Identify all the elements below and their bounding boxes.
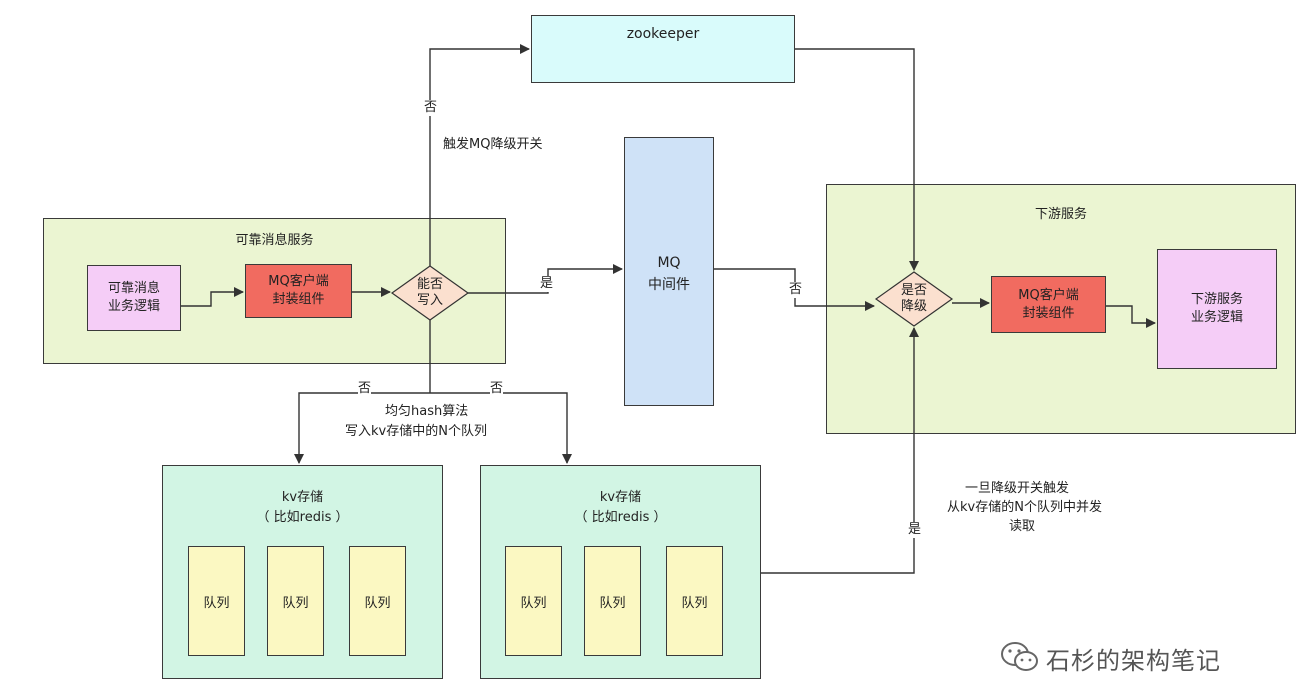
write-decision-line2: 写入	[416, 293, 443, 308]
readback-label-line3: 读取	[1009, 519, 1036, 534]
edge-label-no-to-downstream: 否	[789, 282, 803, 298]
downstream-logic-line1: 下游服务	[1190, 292, 1243, 307]
write-decision-line1: 能否	[416, 277, 443, 292]
degrade-decision-diamond	[874, 271, 954, 327]
arrow-zookeeper-to-degrade-decision	[795, 48, 919, 271]
kv-store-left-title: kv存储	[281, 490, 324, 505]
queue-label: 队列	[681, 595, 708, 611]
readback-label-line1: 一旦降级开关触发	[965, 481, 1070, 496]
edge-label-yes-from-kv: 是	[908, 522, 922, 538]
arrow-kv-to-degrade-decision	[761, 327, 919, 574]
queue-label: 队列	[599, 595, 626, 611]
zookeeper-label: zookeeper	[626, 26, 700, 42]
mq-client-right-line1: MQ客户端	[1018, 287, 1079, 303]
edge-label-yes-to-mq: 是	[540, 276, 554, 292]
degrade-decision-line2: 降级	[900, 299, 927, 314]
downstream-logic-line2: 业务逻辑	[1190, 310, 1243, 325]
queue-right-1: 队列	[505, 546, 562, 656]
mq-client-component-left: MQ客户端 封装组件	[245, 264, 352, 318]
kv-store-left-subtitle: （ 比如redis ）	[256, 510, 349, 525]
queue-right-3: 队列	[666, 546, 723, 656]
wechat-icon	[1001, 642, 1038, 671]
edge-label-no-right: 否	[490, 381, 504, 397]
queue-left-2: 队列	[267, 546, 324, 656]
arrow-write-decision-to-zookeeper	[429, 44, 530, 266]
hash-label-line1: 均匀hash算法	[385, 404, 469, 419]
arrow-to-kv-right	[430, 392, 572, 464]
readback-label-line2: 从kv存储的N个队列中并发	[947, 500, 1102, 515]
mq-client-component-right: MQ客户端 封装组件	[991, 276, 1106, 333]
degrade-decision-label: 是否 降级	[876, 272, 952, 326]
watermark-text: 石杉的架构笔记	[1046, 647, 1221, 675]
downstream-service-title: 下游服务	[1034, 207, 1087, 222]
arrow-client-to-downstream-logic	[1106, 305, 1156, 328]
downstream-business-logic: 下游服务 业务逻辑	[1157, 249, 1277, 369]
degrade-decision-line1: 是否	[900, 283, 927, 298]
reliable-logic-line2: 业务逻辑	[107, 299, 160, 314]
kv-store-right-title: kv存储	[599, 490, 642, 505]
trigger-switch-label: 触发MQ降级开关	[443, 137, 543, 152]
write-decision-label: 能否 写入	[392, 266, 468, 320]
mq-client-left-line2: 封装组件	[272, 292, 325, 307]
mq-client-left-line1: MQ客户端	[268, 274, 329, 289]
queue-label: 队列	[364, 595, 391, 611]
edge-label-no-left: 否	[358, 381, 372, 397]
kv-store-right-subtitle: （ 比如redis ）	[574, 510, 667, 525]
queue-label: 队列	[203, 595, 230, 611]
reliable-business-logic: 可靠消息 业务逻辑	[87, 265, 181, 331]
zookeeper-node: zookeeper	[531, 15, 795, 83]
reliable-service-title: 可靠消息服务	[235, 233, 314, 248]
edge-label-no-to-zookeeper: 否	[424, 100, 438, 116]
queue-label: 队列	[282, 595, 309, 611]
mq-middleware-node: MQ 中间件	[624, 137, 714, 406]
mq-middleware-line2: 中间件	[648, 277, 690, 293]
reliable-logic-line1: 可靠消息	[107, 281, 160, 296]
arrow-to-kv-left	[294, 392, 430, 464]
queue-left-3: 队列	[349, 546, 406, 656]
queue-right-2: 队列	[584, 546, 641, 656]
arrow-logic-to-client-left	[181, 287, 244, 307]
mq-client-right-line2: 封装组件	[1022, 305, 1075, 321]
queue-label: 队列	[520, 595, 547, 611]
mq-middleware-line1: MQ	[657, 255, 681, 271]
hash-label-line2: 写入kv存储中的N个队列	[345, 424, 487, 439]
queue-left-1: 队列	[188, 546, 245, 656]
